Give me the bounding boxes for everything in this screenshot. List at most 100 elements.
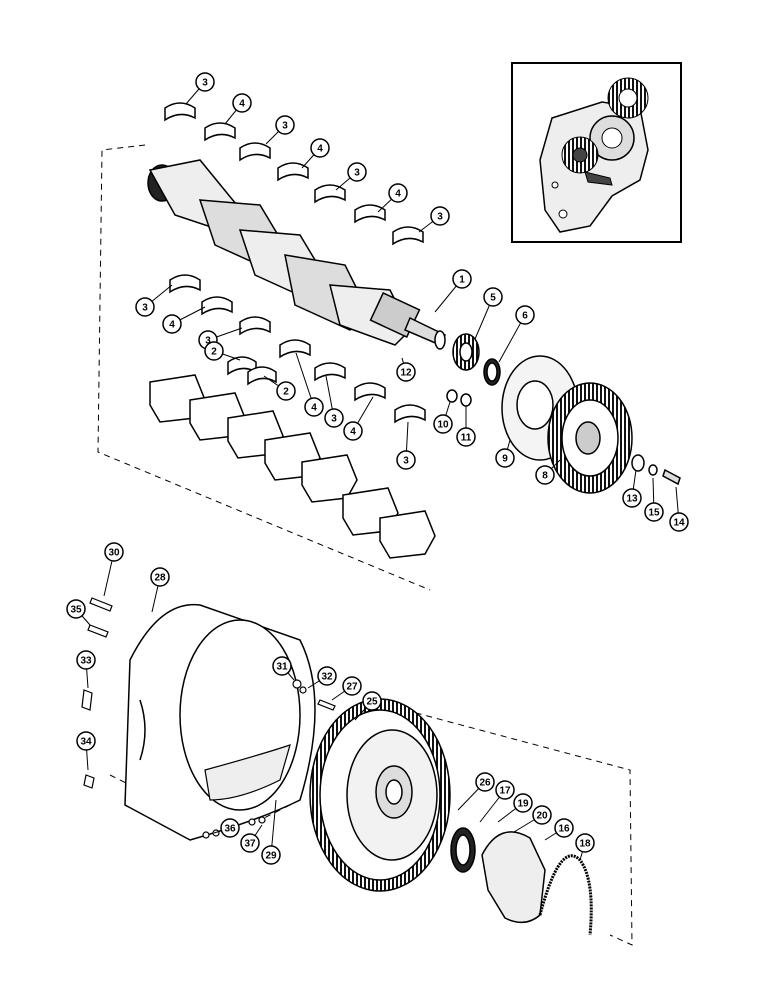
callout-4: 4 <box>224 93 252 125</box>
callout-circle <box>483 287 503 307</box>
callout-number: 17 <box>499 786 511 797</box>
front-crank-components <box>446 333 681 494</box>
callout-circle <box>220 818 240 838</box>
callout-29: 29 <box>261 799 281 865</box>
flywheel-housing <box>124 603 316 841</box>
callout-3: 3 <box>418 206 450 233</box>
callout-19: 19 <box>497 793 533 823</box>
callout-number: 30 <box>108 548 120 559</box>
callout-circle <box>304 397 324 417</box>
callout-number: 37 <box>244 839 256 850</box>
callout-circle <box>204 341 224 361</box>
callout-number: 27 <box>346 682 358 693</box>
callout-number: 31 <box>276 662 288 673</box>
callout-4: 4 <box>343 396 374 441</box>
callout-number: 12 <box>400 368 412 379</box>
callout-circle <box>456 427 476 447</box>
callout-number: 34 <box>80 737 92 748</box>
callout-number: 20 <box>536 811 548 822</box>
callout-number: 3 <box>331 414 337 425</box>
callout-circle <box>513 793 533 813</box>
callout-34: 34 <box>76 731 96 771</box>
callout-number: 36 <box>224 824 236 835</box>
callout-8: 8 <box>535 459 561 485</box>
callout-number: 33 <box>80 656 92 667</box>
callout-number: 4 <box>169 320 175 331</box>
callout-11: 11 <box>456 406 476 447</box>
callout-circle <box>396 362 416 382</box>
callout-circle <box>644 502 664 522</box>
callout-circle <box>240 833 260 853</box>
callout-number: 11 <box>461 433 472 444</box>
callout-circle <box>430 206 450 226</box>
callout-number: 6 <box>522 311 528 322</box>
callout-circle <box>388 183 408 203</box>
callout-circle <box>66 599 86 619</box>
callout-35: 35 <box>66 599 91 626</box>
callout-number: 3 <box>354 168 360 179</box>
callout-4: 4 <box>162 306 206 334</box>
callout-circle <box>317 666 337 686</box>
callout-6: 6 <box>498 305 535 363</box>
upper-bearing-shells <box>164 102 424 246</box>
callout-circle <box>554 818 574 838</box>
callout-circle <box>575 833 595 853</box>
callout-circle <box>362 691 382 711</box>
callout-3: 3 <box>185 72 215 105</box>
callout-circle <box>535 465 555 485</box>
callout-number: 16 <box>558 824 570 835</box>
inset-gear-housing <box>511 62 682 243</box>
callout-circle <box>310 138 330 158</box>
callout-number: 3 <box>437 212 443 223</box>
callout-circle <box>104 542 124 562</box>
callout-circle <box>622 488 642 508</box>
callout-number: 26 <box>479 778 491 789</box>
callout-17: 17 <box>479 780 515 823</box>
callout-number: 4 <box>350 427 356 438</box>
callout-number: 13 <box>626 494 638 505</box>
callout-28: 28 <box>150 567 170 613</box>
main-bearing-caps <box>149 374 436 559</box>
callout-12: 12 <box>396 357 416 382</box>
callout-number: 29 <box>265 851 277 862</box>
callout-circle <box>135 297 155 317</box>
callout-number: 25 <box>366 697 378 708</box>
callout-number: 9 <box>502 454 508 465</box>
callout-number: 18 <box>579 839 591 850</box>
callout-circle <box>495 780 515 800</box>
callout-32: 32 <box>307 666 337 689</box>
callout-number: 28 <box>154 573 166 584</box>
callout-circle <box>150 567 170 587</box>
lower-bearing-shells <box>169 274 426 424</box>
callout-3: 3 <box>324 375 344 428</box>
callout-number: 2 <box>283 387 289 398</box>
callout-9: 9 <box>495 439 515 468</box>
callout-circle <box>276 381 296 401</box>
callout-number: 8 <box>542 471 548 482</box>
callout-15: 15 <box>644 477 664 522</box>
callout-16: 16 <box>544 818 574 841</box>
callout-20: 20 <box>513 805 552 833</box>
callout-5: 5 <box>474 287 503 340</box>
callout-number: 32 <box>321 672 333 683</box>
callout-circle <box>76 650 96 670</box>
callout-33: 33 <box>76 650 96 689</box>
callout-circle <box>532 805 552 825</box>
callout-circle <box>162 314 182 334</box>
callout-18: 18 <box>575 833 595 861</box>
callout-circle <box>275 115 295 135</box>
callout-14: 14 <box>669 486 689 532</box>
callout-number: 15 <box>648 508 660 519</box>
callout-circle <box>433 414 453 434</box>
callout-25: 25 <box>354 691 382 721</box>
callout-number: 35 <box>70 605 82 616</box>
callout-circle <box>342 676 362 696</box>
callout-26: 26 <box>457 772 495 811</box>
callout-circle <box>515 305 535 325</box>
callout-number: 3 <box>202 78 208 89</box>
callout-circle <box>475 772 495 792</box>
callout-number: 5 <box>490 293 496 304</box>
callout-4: 4 <box>377 183 408 213</box>
callout-2: 2 <box>204 341 241 361</box>
